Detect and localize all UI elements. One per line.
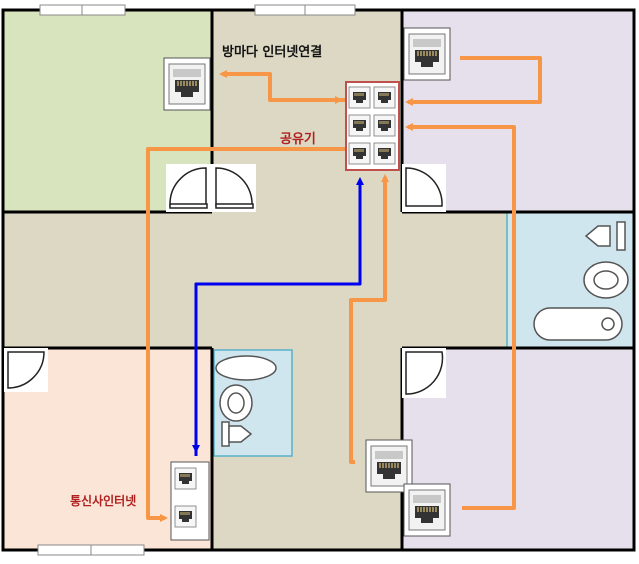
external-internet-label: 통신사인터넷 (70, 494, 137, 508)
cable-lan (146, 56, 542, 522)
toilet-icon (215, 221, 629, 447)
ethernet-port-icon (170, 461, 210, 541)
cable-service (192, 177, 364, 456)
room-internet-label: 방마다 인터넷연결 (222, 45, 323, 60)
router-label: 공유기 (280, 132, 316, 147)
router-hub-icon (345, 81, 400, 171)
window-icon (37, 4, 356, 556)
door-swing-icon (4, 164, 446, 398)
